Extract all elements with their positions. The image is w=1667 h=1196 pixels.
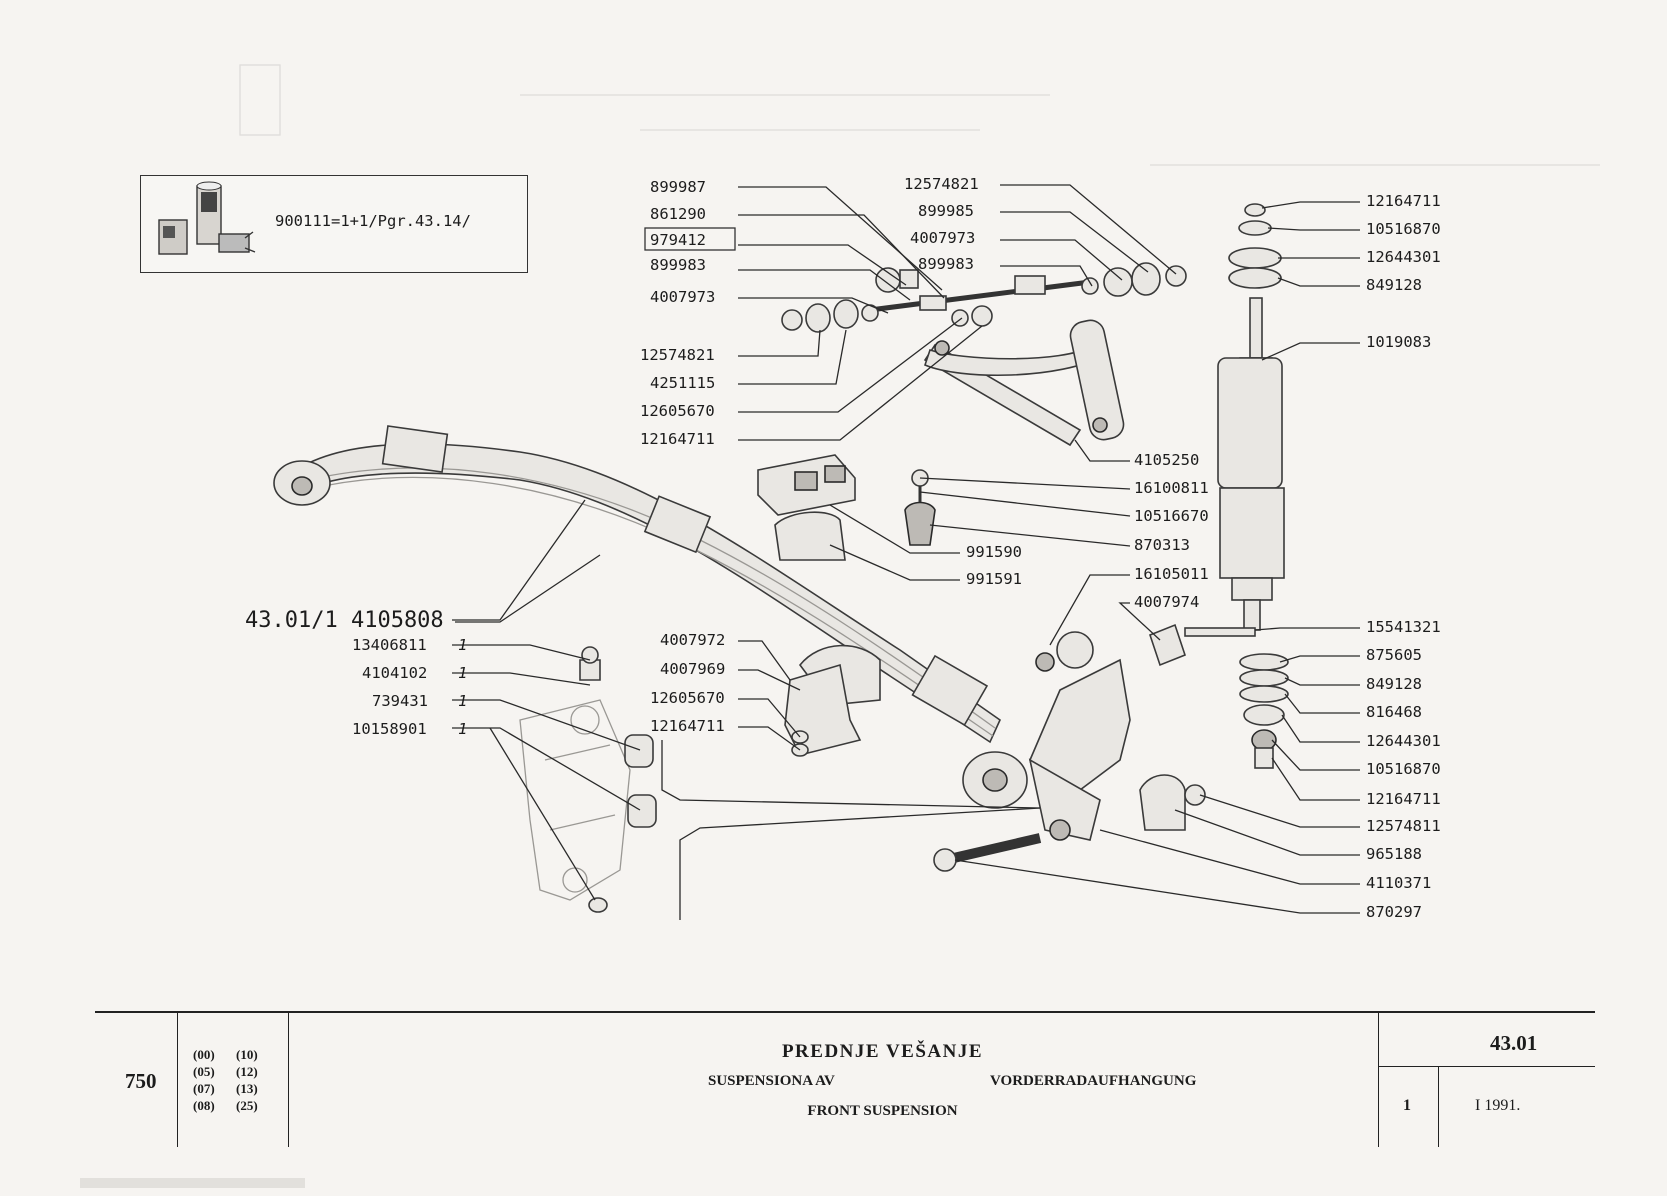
part-number: 12605670	[640, 402, 715, 420]
section-title-row: SUSPENSIONA AV VORDERRADAUFHANGUNG	[290, 1073, 1475, 1099]
part-number: 10516870	[1366, 760, 1441, 778]
part-number: 10158901	[352, 720, 427, 738]
variant-code: (05)	[193, 1064, 215, 1079]
leader-lines	[452, 184, 1360, 920]
kit-reference-text: 900111=1+1/Pgr.43.14/	[275, 212, 471, 230]
part-number: 12605670	[650, 689, 725, 707]
shock-absorber	[1217, 203, 1289, 769]
part-number: 899987	[650, 178, 706, 196]
section-title-french: SUSPENSIONA AV	[708, 1073, 835, 1089]
part-number: 12164711	[650, 717, 725, 735]
exploded-view-diagram: 899987 861290 979412 899983 4007973 1257…	[239, 64, 1600, 921]
part-number: 4007972	[660, 631, 725, 649]
part-number: 739431	[372, 692, 428, 710]
quantity-mark: 1	[458, 692, 467, 710]
part-number: 4104102	[362, 664, 427, 682]
part-number: 12164711	[640, 430, 715, 448]
part-number: 816468	[1366, 703, 1422, 721]
main-spring-ref: 43.01/1 4105808	[245, 608, 444, 633]
part-number: 12574821	[904, 175, 979, 193]
part-number: 4251115	[650, 374, 715, 392]
part-number: 870313	[1134, 536, 1190, 554]
group-number: 43.01	[1490, 1031, 1538, 1055]
part-number: 16100811	[1134, 479, 1209, 497]
part-number: 899983	[650, 256, 706, 274]
part-number: 4007973	[650, 288, 715, 306]
part-number: 4007969	[660, 660, 725, 678]
part-number: 16105011	[1134, 565, 1209, 583]
part-number: 899985	[918, 202, 974, 220]
section-titles: PREDNJE VEŠANJE SUSPENSIONA AV VORDERRAD…	[290, 1041, 1475, 1120]
variant-code: (08)	[193, 1098, 215, 1113]
part-number: 875605	[1366, 646, 1422, 664]
callout-labels: 899987 861290 979412 899983 4007973 1257…	[245, 175, 1441, 921]
model-number: 750	[125, 1069, 157, 1093]
variant-code: (10)	[236, 1047, 258, 1062]
spring-hanger-bracket	[933, 623, 1256, 872]
divider	[288, 1011, 289, 1147]
section-title-english: FRONT SUSPENSION	[807, 1103, 958, 1119]
leaf-spring	[273, 425, 1028, 809]
part-number: 991591	[966, 570, 1022, 588]
divider	[177, 1011, 178, 1147]
variant-code: (13)	[236, 1081, 258, 1096]
part-number: 849128	[1366, 675, 1422, 693]
section-title-german: VORDERRADAUFHANGUNG	[990, 1073, 1197, 1089]
part-number: 12574821	[640, 346, 715, 364]
variant-code: (25)	[236, 1098, 258, 1113]
part-number: 4007973	[910, 229, 975, 247]
part-number: 870297	[1366, 903, 1422, 921]
divider	[1378, 1066, 1595, 1067]
part-number: 12164711	[1366, 192, 1441, 210]
part-number: 15541321	[1366, 618, 1441, 636]
divider	[1438, 1066, 1439, 1147]
part-number: 849128	[1366, 276, 1422, 294]
variant-codes: (00) (10) (05) (12) (07) (13) (08) (25)	[193, 1047, 279, 1114]
part-number: 899983	[918, 255, 974, 273]
quantity-mark: 1	[458, 720, 467, 738]
part-number: 13406811	[352, 636, 427, 654]
sheet-number: 1	[1403, 1097, 1411, 1114]
part-number: 4007974	[1134, 593, 1199, 611]
quantity-mark: 1	[458, 664, 467, 682]
variant-code: (07)	[193, 1081, 215, 1096]
part-number: 12574811	[1366, 817, 1441, 835]
part-number: 12644301	[1366, 248, 1441, 266]
stabilizer-link	[923, 319, 1125, 447]
part-number: 965188	[1366, 845, 1422, 863]
divider	[1378, 1011, 1379, 1147]
part-number: 12644301	[1366, 732, 1441, 750]
title-block: 750 (00) (10) (05) (12) (07) (13) (08) (…	[95, 1011, 1595, 1147]
part-number: 10516670	[1134, 507, 1209, 525]
scan-artifact	[80, 1178, 305, 1188]
part-number: 979412	[650, 231, 706, 249]
quantity-mark: 1	[458, 636, 467, 654]
issue-date: I 1991.	[1475, 1097, 1521, 1114]
part-number: 991590	[966, 543, 1022, 561]
bump-stop-brackets	[757, 454, 936, 757]
part-number: 10516870	[1366, 220, 1441, 238]
title-block-top-rule	[95, 1011, 1595, 1013]
section-title-local: PREDNJE VEŠANJE	[781, 1041, 984, 1062]
spring-kit-icon	[158, 181, 256, 255]
part-number: 861290	[650, 205, 706, 223]
kit-info-box: 900111=1+1/Pgr.43.14/	[140, 175, 528, 273]
scan-bleed-through	[239, 64, 1600, 166]
variant-code: (12)	[236, 1064, 258, 1079]
highlight-box	[644, 227, 736, 251]
variant-code: (00)	[193, 1047, 215, 1062]
part-number: 1019083	[1366, 333, 1431, 351]
part-number: 12164711	[1366, 790, 1441, 808]
part-number: 4110371	[1366, 874, 1431, 892]
part-number: 4105250	[1134, 451, 1199, 469]
